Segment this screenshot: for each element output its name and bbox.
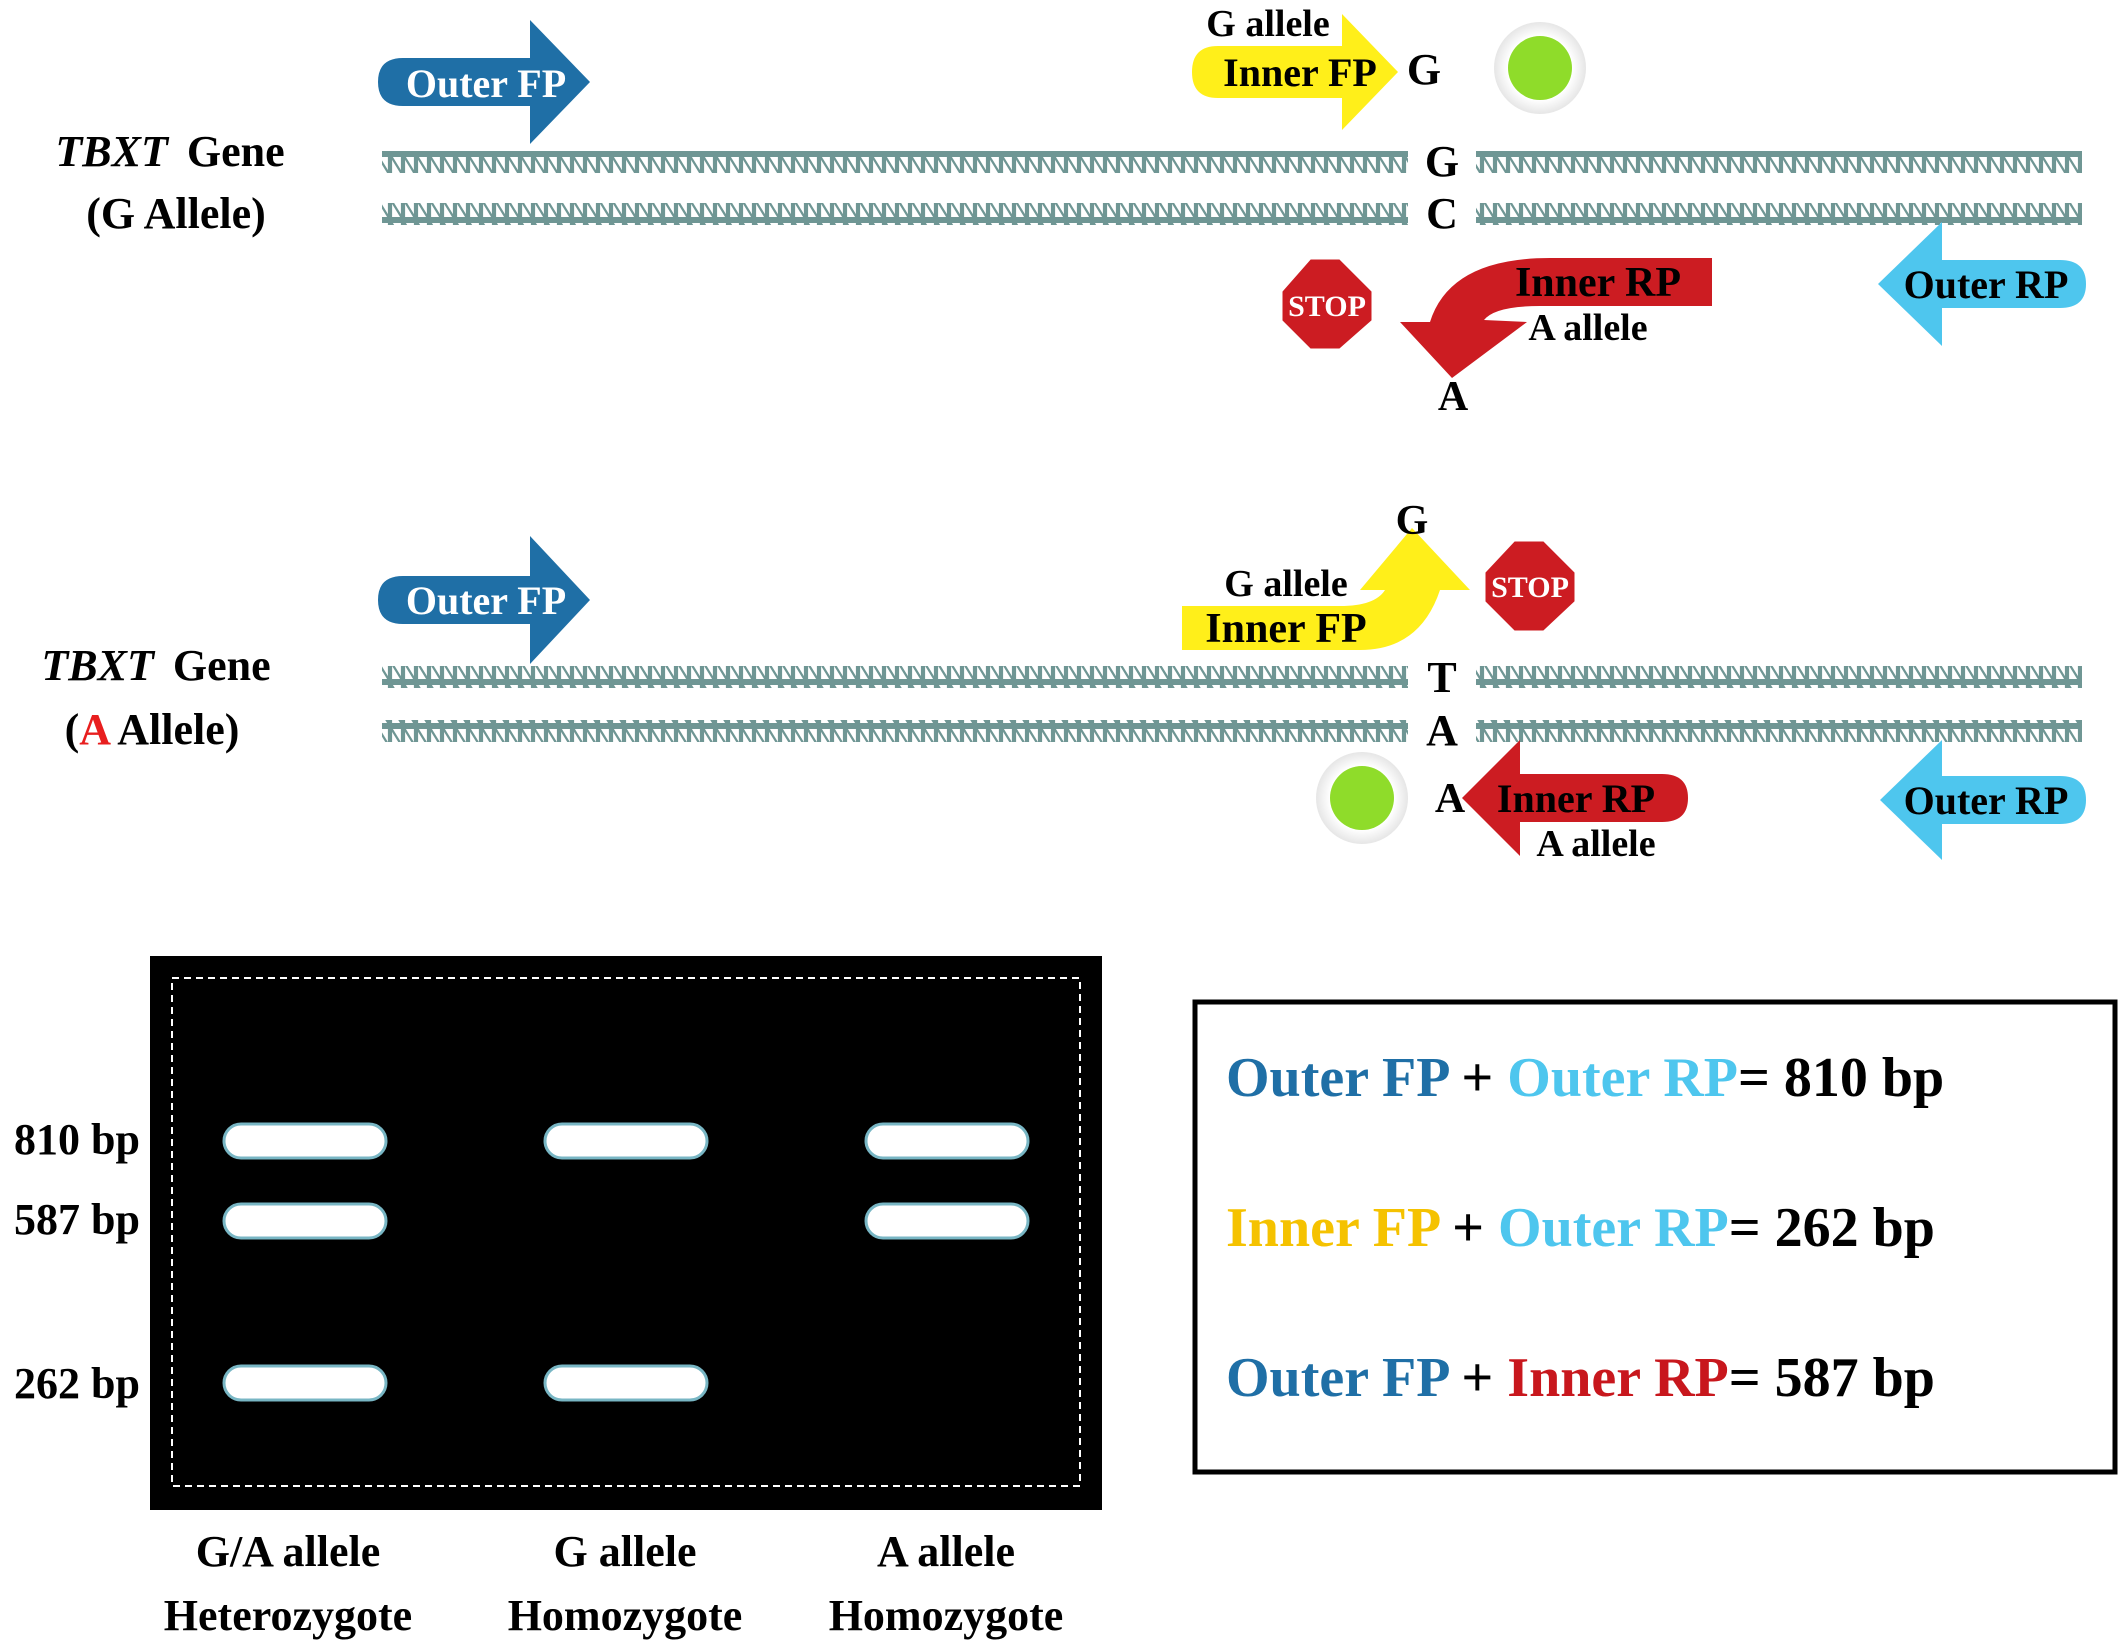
- dna-strand-top-right: [1476, 151, 2082, 173]
- panel-a-allele: TBXT Gene (A Allele) T A Outer FP G alle…: [41, 498, 2086, 865]
- size-label-262: 262 bp: [14, 1359, 140, 1408]
- lane-1-line1: G/A allele: [196, 1527, 381, 1576]
- svg-text:TBXT Gene: TBXT Gene: [41, 641, 270, 690]
- gel-band-lane1-262bp: [222, 1364, 388, 1402]
- inner-rp-allele: A allele: [1528, 307, 1647, 349]
- inner-rp-arrow: [1462, 740, 1688, 856]
- dna-strand-bottom-left: [382, 203, 1408, 225]
- base-bottom: A: [1426, 706, 1458, 755]
- lane-3-line1: A allele: [877, 1527, 1015, 1576]
- lane-3-line2: Homozygote: [829, 1591, 1064, 1640]
- size-label-587: 587 bp: [14, 1195, 140, 1244]
- inner-fp-end-base: G: [1396, 498, 1429, 544]
- legend-row-1: Outer FP + Outer RP= 810 bp: [1226, 1047, 1944, 1109]
- green-dot-icon: [1330, 766, 1394, 830]
- inner-fp-allele: G allele: [1224, 563, 1347, 605]
- gene-name: TBXT: [55, 127, 170, 176]
- gene-name: TBXT: [41, 641, 156, 690]
- base-top: T: [1427, 653, 1456, 702]
- lane-1-line2: Heterozygote: [164, 1591, 412, 1640]
- inner-rp-label: Inner RP: [1515, 260, 1681, 306]
- outer-fp-arrow: [378, 536, 590, 664]
- legend-box: Outer FP + Outer RP= 810 bp Inner FP + O…: [1192, 999, 2118, 1475]
- dna-strand-top-left: [382, 666, 1408, 688]
- outer-rp-arrow: [1878, 222, 2086, 346]
- dna-strand-bottom-left: [382, 720, 1408, 742]
- allele-label: (A Allele): [65, 705, 240, 754]
- svg-text:TBXT Gene: TBXT Gene: [55, 127, 284, 176]
- allele-label: (G Allele): [86, 189, 266, 238]
- gel-band-lane2-262bp: [543, 1364, 709, 1402]
- gel-panel: 810 bp 587 bp 262 bp G/A allele Heterozy…: [14, 956, 1102, 1640]
- dna-strand-bottom-right: [1476, 720, 2082, 742]
- gel-bands: [222, 1122, 1030, 1402]
- inner-fp-label: Inner FP: [1223, 50, 1377, 95]
- dna-strand-bottom-right: [1476, 203, 2082, 225]
- inner-fp-end-base: G: [1407, 45, 1441, 94]
- dna-strand-top-left: [382, 151, 1408, 173]
- outer-rp-label: Outer RP: [1904, 778, 2069, 823]
- panel-g-allele: TBXT Gene (G Allele) G C Outer FP G alle…: [55, 3, 2086, 420]
- dna-strand-top-right: [1476, 666, 2082, 688]
- gel-band-lane1-587bp: [222, 1202, 388, 1240]
- outer-fp-arrow: [378, 20, 590, 144]
- size-label-810: 810 bp: [14, 1115, 140, 1164]
- inner-rp-label: Inner RP: [1497, 776, 1655, 821]
- stop-sign-text: STOP: [1288, 290, 1366, 323]
- legend-frame: [1192, 999, 2118, 1475]
- stop-sign-icon: [1279, 256, 1375, 352]
- base-top: G: [1425, 137, 1459, 186]
- outer-rp-arrow: [1880, 740, 2086, 860]
- gel-band-lane3-810bp: [864, 1122, 1030, 1160]
- gene-word: Gene: [173, 641, 271, 690]
- outer-fp-label: Outer FP: [406, 61, 566, 106]
- outer-fp-label: Outer FP: [406, 578, 566, 623]
- gel-band-lane1-810bp: [222, 1122, 388, 1160]
- stop-sign-icon: [1482, 538, 1578, 634]
- legend-row-2: Inner FP + Outer RP= 262 bp: [1226, 1197, 1935, 1259]
- inner-rp-allele: A allele: [1536, 823, 1655, 865]
- lane-2-line1: G allele: [554, 1527, 697, 1576]
- inner-fp-arrow: [1182, 528, 1470, 650]
- inner-fp-arrow: [1192, 14, 1398, 130]
- gel-band-lane2-810bp: [543, 1122, 709, 1160]
- gene-word: Gene: [187, 127, 285, 176]
- allele-letter-red: A: [79, 705, 111, 754]
- legend-row-3: Outer FP + Inner RP= 587 bp: [1226, 1347, 1935, 1409]
- inner-fp-label: Inner FP: [1205, 606, 1366, 652]
- inner-rp-arrow: [1400, 258, 1712, 378]
- green-dot-icon: [1508, 36, 1572, 100]
- base-bottom: C: [1426, 189, 1458, 238]
- inner-rp-end-base: A: [1435, 776, 1466, 822]
- lane-2-line2: Homozygote: [508, 1591, 743, 1640]
- gel-band-lane3-587bp: [864, 1202, 1030, 1240]
- stop-sign-text: STOP: [1491, 571, 1569, 604]
- inner-rp-end-base: A: [1438, 374, 1469, 420]
- inner-fp-allele: G allele: [1206, 3, 1329, 45]
- outer-rp-label: Outer RP: [1904, 262, 2069, 307]
